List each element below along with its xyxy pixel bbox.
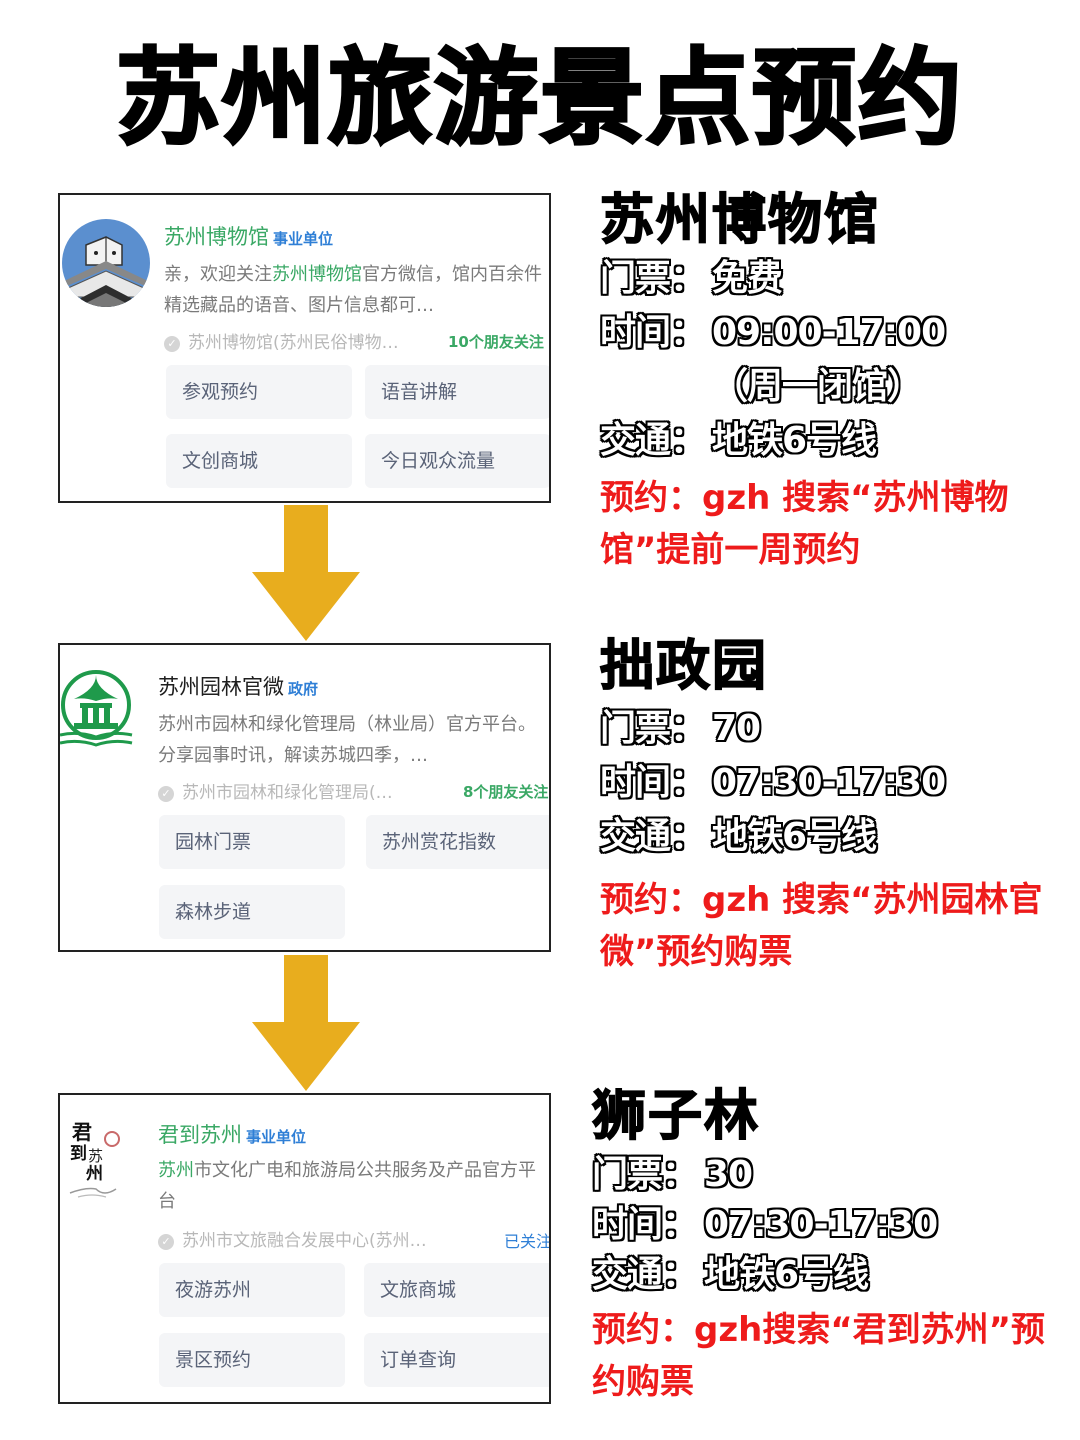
account-header: 苏州园林官微政府 bbox=[158, 671, 318, 701]
booking-instructions: 预约：gzh 搜索“苏州博物馆”提前一周预约 bbox=[600, 478, 1009, 570]
menu-button-visit-booking[interactable]: 参观预约 bbox=[166, 365, 352, 419]
transport-line: 交通：地铁6号线 bbox=[600, 810, 1070, 864]
svg-text:到: 到 bbox=[70, 1144, 87, 1164]
menu-button-shop[interactable]: 文创商城 bbox=[166, 434, 352, 488]
menu-button-culture-shop[interactable]: 文旅商城 bbox=[364, 1263, 549, 1317]
garden-pavilion-logo-icon bbox=[60, 670, 133, 747]
spot-name: 狮子林 bbox=[591, 1083, 760, 1148]
time-line: 时间：09:00-17:00 bbox=[600, 306, 1070, 360]
desc-text: 市文化广电和旅游局公共服务及产品官方平台 bbox=[158, 1160, 536, 1212]
menu-button-audio-guide[interactable]: 语音讲解 bbox=[365, 365, 549, 419]
owner-text: 苏州市园林和绿化管理局(… bbox=[182, 783, 393, 803]
account-type-badge: 事业单位 bbox=[273, 230, 334, 248]
transport-label: 交通： bbox=[600, 420, 706, 461]
spot-name: 拙政园 bbox=[599, 633, 768, 698]
account-card-suzhou-museum[interactable]: 苏州博物馆事业单位 亲，欢迎关注苏州博物馆官方微信，馆内百余件精选藏品的语音、图… bbox=[58, 193, 551, 503]
transport-value: 地铁6号线 bbox=[712, 816, 877, 857]
account-name[interactable]: 苏州博物馆 bbox=[164, 225, 269, 249]
ticket-label: 门票： bbox=[600, 708, 706, 749]
svg-text:州: 州 bbox=[85, 1164, 103, 1184]
ticket-line: 门票：30 bbox=[592, 1150, 1062, 1200]
time-label: 时间： bbox=[592, 1204, 698, 1245]
account-owner: ✓ 苏州博物馆(苏州民俗博物… bbox=[164, 328, 399, 353]
verified-check-icon: ✓ bbox=[158, 1234, 174, 1250]
account-name[interactable]: 苏州园林官微 bbox=[158, 675, 284, 699]
account-card-jundao-suzhou[interactable]: 君 到 苏 州 君到苏州事业单位 苏州市文化广电和旅游局公共服务及产品官方平台 … bbox=[58, 1093, 551, 1404]
account-header: 苏州博物馆事业单位 bbox=[164, 221, 333, 251]
followed-status[interactable]: 已关注 bbox=[504, 1232, 551, 1251]
menu-button-night-tour[interactable]: 夜游苏州 bbox=[159, 1263, 345, 1317]
transport-line: 交通：地铁6号线 bbox=[592, 1250, 1062, 1300]
friends-following: 10个朋友关注 bbox=[448, 333, 544, 351]
verified-check-icon: ✓ bbox=[164, 336, 180, 352]
friends-following: 8个朋友关注 bbox=[463, 783, 549, 801]
time-value: 07:30-17:30 bbox=[704, 1204, 938, 1245]
time-line: 时间：07:30-17:30 bbox=[592, 1200, 1062, 1250]
spot-info-lion-grove: 狮子林 门票：30 时间：07:30-17:30 交通：地铁6号线 预约：gzh… bbox=[591, 1083, 1062, 1408]
calligraphy-logo-icon: 君 到 苏 州 bbox=[69, 1120, 120, 1198]
desc-highlight: 苏州博物馆 bbox=[272, 264, 362, 285]
desc-text: 苏州市园林和绿化管理局（林业局）官方平台。分享园事时讯，解读苏城四季，… bbox=[158, 714, 536, 766]
ticket-value: 30 bbox=[704, 1154, 753, 1195]
account-owner: ✓ 苏州市文旅融合发展中心(苏州… bbox=[158, 1226, 427, 1251]
arrow-down-icon bbox=[252, 955, 360, 1091]
menu-button-garden-tickets[interactable]: 园林门票 bbox=[159, 815, 345, 869]
verified-check-icon: ✓ bbox=[158, 786, 174, 802]
museum-building-avatar-icon bbox=[62, 219, 150, 307]
menu-button-scenic-booking[interactable]: 景区预约 bbox=[159, 1333, 345, 1387]
account-header: 君到苏州事业单位 bbox=[158, 1119, 306, 1149]
account-name[interactable]: 君到苏州 bbox=[158, 1123, 242, 1147]
account-description: 亲，欢迎关注苏州博物馆官方微信，馆内百余件精选藏品的语音、图片信息都可… bbox=[164, 259, 549, 321]
transport-value: 地铁6号线 bbox=[712, 420, 877, 461]
transport-label: 交通： bbox=[592, 1254, 698, 1295]
desc-text: 官方微信，馆内百余件精选藏品的语音、图片信息都可… bbox=[164, 264, 542, 316]
owner-text: 苏州博物馆(苏州民俗博物… bbox=[188, 333, 399, 353]
account-description: 苏州市园林和绿化管理局（林业局）官方平台。分享园事时讯，解读苏城四季，… bbox=[158, 709, 549, 771]
account-card-suzhou-gardens[interactable]: 苏州园林官微政府 苏州市园林和绿化管理局（林业局）官方平台。分享园事时讯，解读苏… bbox=[58, 643, 551, 952]
account-description: 苏州市文化广电和旅游局公共服务及产品官方平台 bbox=[158, 1155, 549, 1217]
closed-note: （周一闭馆） bbox=[712, 366, 923, 407]
owner-text: 苏州市文旅融合发展中心(苏州… bbox=[182, 1231, 427, 1251]
time-note: （周一闭馆） bbox=[600, 360, 1070, 414]
menu-button-order-query[interactable]: 订单查询 bbox=[364, 1333, 549, 1387]
account-owner: ✓ 苏州市园林和绿化管理局(… bbox=[158, 778, 393, 803]
transport-label: 交通： bbox=[600, 816, 706, 857]
ticket-label: 门票： bbox=[600, 258, 706, 299]
svg-text:君: 君 bbox=[72, 1120, 92, 1144]
page-title: 苏州旅游景点预约 bbox=[114, 36, 964, 161]
time-value: 07:30-17:30 bbox=[712, 762, 946, 803]
arrow-down-icon bbox=[252, 505, 360, 641]
ticket-value: 70 bbox=[712, 708, 761, 749]
time-label: 时间： bbox=[600, 312, 706, 353]
spot-info-suzhou-museum: 苏州博物馆 门票：免费 时间：09:00-17:00 （周一闭馆） 交通：地铁6… bbox=[599, 187, 1070, 576]
time-line: 时间：07:30-17:30 bbox=[600, 756, 1070, 810]
account-type-badge: 事业单位 bbox=[246, 1128, 307, 1146]
spot-info-humble-admin-garden: 拙政园 门票：70 时间：07:30-17:30 交通：地铁6号线 预约：gzh… bbox=[599, 633, 1070, 978]
account-type-badge: 政府 bbox=[288, 680, 319, 698]
transport-value: 地铁6号线 bbox=[704, 1254, 869, 1295]
menu-button-forest-trail[interactable]: 森林步道 bbox=[159, 885, 345, 939]
time-value: 09:00-17:00 bbox=[712, 312, 946, 353]
ticket-value: 免费 bbox=[712, 258, 783, 299]
desc-text: 亲，欢迎关注 bbox=[164, 264, 272, 285]
booking-instructions: 预约：gzh 搜索“苏州园林官微”预约购票 bbox=[600, 880, 1043, 972]
ticket-line: 门票：免费 bbox=[600, 252, 1070, 306]
booking-instructions: 预约：gzh搜索“君到苏州”预约购票 bbox=[592, 1310, 1046, 1402]
spot-name: 苏州博物馆 bbox=[599, 187, 880, 252]
svg-text:苏: 苏 bbox=[88, 1147, 103, 1165]
ticket-line: 门票：70 bbox=[600, 702, 1070, 756]
ticket-label: 门票： bbox=[592, 1154, 698, 1195]
desc-highlight: 苏州 bbox=[158, 1160, 194, 1181]
transport-line: 交通：地铁6号线 bbox=[600, 414, 1070, 468]
menu-button-visitor-flow[interactable]: 今日观众流量 bbox=[365, 434, 549, 488]
time-label: 时间： bbox=[600, 762, 706, 803]
menu-button-flower-index[interactable]: 苏州赏花指数 bbox=[366, 815, 549, 869]
